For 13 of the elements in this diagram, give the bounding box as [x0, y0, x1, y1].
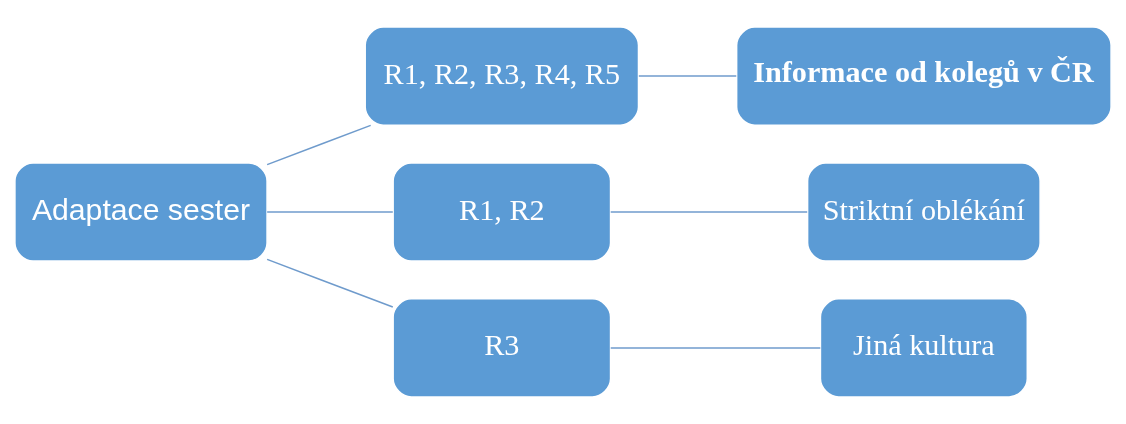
node-box: R1, R2: [392, 162, 612, 262]
node-box: Informace od kolegů v ČR: [735, 26, 1112, 126]
node-box: Adaptace sester: [14, 162, 268, 262]
connector: [638, 75, 738, 77]
connector: [266, 258, 394, 308]
connector: [609, 211, 808, 213]
node-box: R3: [392, 298, 612, 398]
connector: [266, 124, 372, 166]
node-box: Jiná kultura: [819, 298, 1029, 398]
connector: [266, 211, 394, 213]
node-box: Striktní oblékání: [806, 162, 1041, 262]
node-box: R1, R2, R3, R4, R5: [364, 26, 640, 126]
connector: [609, 347, 822, 349]
